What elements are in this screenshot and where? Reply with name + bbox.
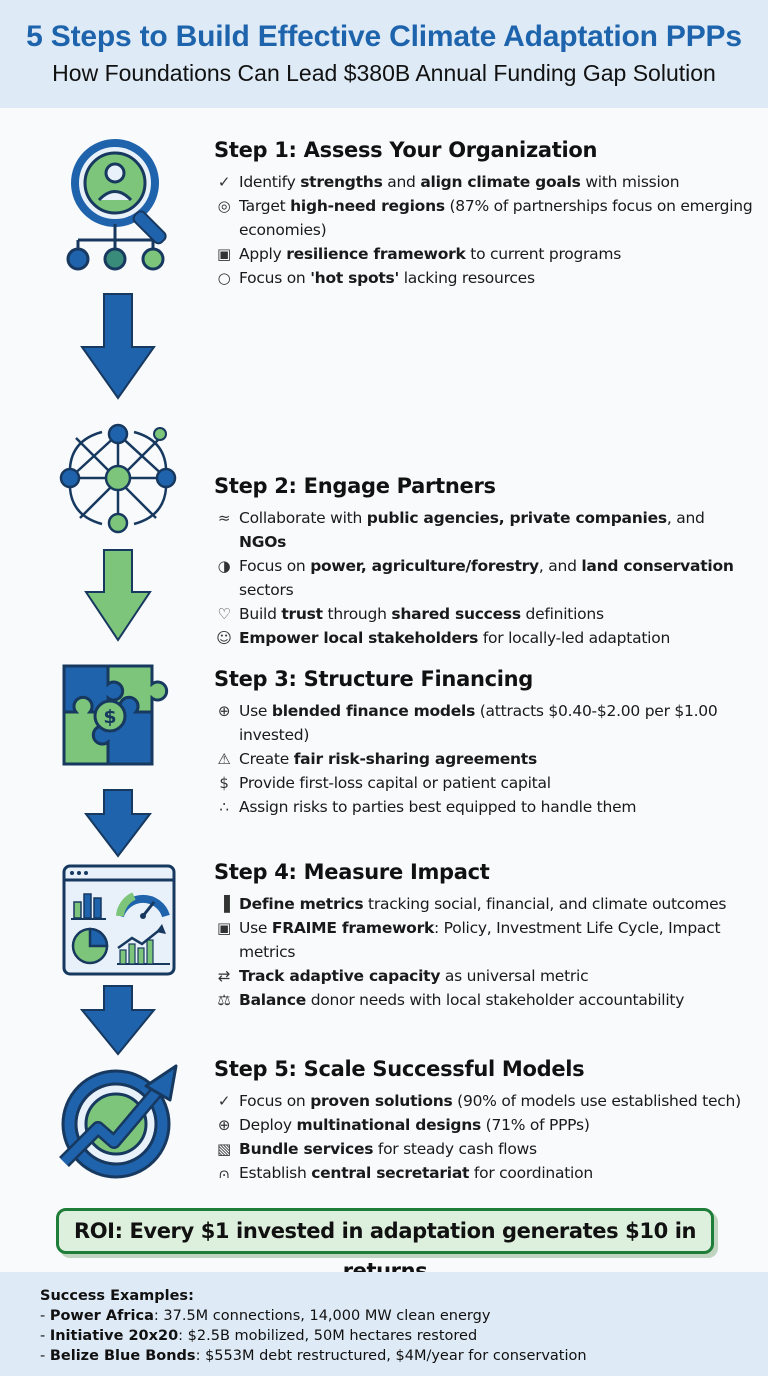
dashboard-icon bbox=[62, 864, 176, 976]
bullet-item: ◎Target high-need regions (87% of partne… bbox=[214, 194, 754, 242]
page-subtitle: How Foundations Can Lead $380B Annual Fu… bbox=[52, 60, 716, 86]
down-arrow-icon bbox=[80, 293, 156, 400]
hand-trust-icon: ♡ bbox=[217, 605, 231, 623]
bullet-item: ∴Assign risks to parties best equipped t… bbox=[214, 795, 754, 819]
framework-icon: ▣ bbox=[217, 919, 231, 937]
growth-target-icon bbox=[59, 1064, 178, 1179]
bullet-item: ⚠Create fair risk-sharing agreements bbox=[214, 747, 754, 771]
bullet-item: ▐Define metrics tracking social, financi… bbox=[214, 892, 754, 916]
distribute-icon: ∴ bbox=[219, 798, 229, 816]
bullet-item: ○Focus on 'hot spots' lacking resources bbox=[214, 266, 754, 290]
step-bullets: ▐Define metrics tracking social, financi… bbox=[214, 892, 754, 1012]
bullet-item: ⩀Establish central secretariat for coord… bbox=[214, 1161, 754, 1185]
step-title: Step 4: Measure Impact bbox=[214, 860, 490, 884]
step-1: Step 1: Assess Your Organization ✓Identi… bbox=[214, 138, 754, 290]
handshake-icon: ≈ bbox=[217, 509, 231, 527]
down-arrow-icon bbox=[84, 789, 152, 858]
network-icon bbox=[59, 423, 177, 534]
check-circle-icon: ✓ bbox=[217, 173, 231, 191]
success-examples-title: Success Examples: bbox=[40, 1288, 194, 1304]
bullet-item: ✓Identify strengths and align climate go… bbox=[214, 170, 754, 194]
step-5: Step 5: Scale Successful Models ✓Focus o… bbox=[214, 1057, 754, 1185]
dollar-circle-icon: $ bbox=[219, 774, 229, 792]
bullet-item: ▧Bundle services for steady cash flows bbox=[214, 1137, 754, 1161]
people-icon: ☺ bbox=[216, 629, 232, 647]
target-icon: ◎ bbox=[217, 197, 231, 215]
bullet-item: ⊕Use blended finance models (attracts $0… bbox=[214, 699, 754, 747]
header-banner: 5 Steps to Build Effective Climate Adapt… bbox=[0, 0, 768, 108]
puzzle-dollar-icon: $ bbox=[62, 664, 169, 766]
bullet-item: ☺Empower local stakeholders for locally-… bbox=[214, 626, 754, 650]
success-example-item: - Initiative 20x20: $2.5B mobilized, 50M… bbox=[40, 1328, 478, 1344]
down-arrow-icon bbox=[80, 985, 156, 1056]
page-title: 5 Steps to Build Effective Climate Adapt… bbox=[26, 20, 742, 53]
globe-icon: ⊕ bbox=[217, 1116, 231, 1134]
warning-icon: ⚠ bbox=[217, 750, 231, 768]
map-pin-icon: ○ bbox=[217, 269, 231, 287]
step-3: Step 3: Structure Financing ⊕Use blended… bbox=[214, 667, 754, 819]
bullet-item: ◑Focus on power, agriculture/forestry, a… bbox=[214, 554, 754, 602]
step-2: Step 2: Engage Partners ≈Collaborate wit… bbox=[214, 474, 754, 650]
step-bullets: ✓Identify strengths and align climate go… bbox=[214, 170, 754, 290]
shuffle-icon: ⇄ bbox=[217, 967, 231, 985]
success-example-item: - Belize Blue Bonds: $553M debt restruct… bbox=[40, 1348, 587, 1364]
step-bullets: ✓Focus on proven solutions (90% of model… bbox=[214, 1089, 754, 1185]
step-title: Step 2: Engage Partners bbox=[214, 474, 496, 498]
bullet-item: ⊕Deploy multinational designs (71% of PP… bbox=[214, 1113, 754, 1137]
org-chart-icon: ⩀ bbox=[218, 1164, 230, 1182]
bullet-item: ▣Apply resilience framework to current p… bbox=[214, 242, 754, 266]
step-title: Step 5: Scale Successful Models bbox=[214, 1057, 585, 1081]
step-4: Step 4: Measure Impact ▐Define metrics t… bbox=[214, 860, 754, 1012]
box-icon: ▧ bbox=[217, 1140, 231, 1158]
scale-icon: ⚖ bbox=[217, 991, 231, 1009]
svg-text:$: $ bbox=[103, 706, 116, 728]
bullet-item: ⇄Track adaptive capacity as universal me… bbox=[214, 964, 754, 988]
bullet-item: ✓Focus on proven solutions (90% of model… bbox=[214, 1089, 754, 1113]
success-example-item: - Power Africa: 37.5M connections, 14,00… bbox=[40, 1308, 491, 1324]
step-bullets: ≈Collaborate with public agencies, priva… bbox=[214, 506, 754, 650]
bar-chart-icon: ▐ bbox=[218, 895, 230, 913]
bullet-item: ≈Collaborate with public agencies, priva… bbox=[214, 506, 754, 554]
bullet-item: ▣Use FRAIME framework: Policy, Investmen… bbox=[214, 916, 754, 964]
success-examples: Success Examples: - Power Africa: 37.5M … bbox=[0, 1272, 768, 1376]
step-bullets: ⊕Use blended finance models (attracts $0… bbox=[214, 699, 754, 819]
bullet-item: ♡Build trust through shared success defi… bbox=[214, 602, 754, 626]
roi-callout: ROI: Every $1 invested in adaptation gen… bbox=[56, 1208, 714, 1283]
bullet-item: ⚖Balance donor needs with local stakehol… bbox=[214, 988, 754, 1012]
bullet-item: $Provide first-loss capital or patient c… bbox=[214, 771, 754, 795]
down-arrow-icon bbox=[84, 549, 152, 642]
framework-icon: ▣ bbox=[217, 245, 231, 263]
globe-leaf-icon: ◑ bbox=[217, 557, 231, 575]
step-title: Step 3: Structure Financing bbox=[214, 667, 534, 691]
step-title: Step 1: Assess Your Organization bbox=[214, 138, 598, 162]
check-circle-icon: ✓ bbox=[217, 1092, 231, 1110]
hand-coin-icon: ⊕ bbox=[217, 702, 231, 720]
magnifier-org-chart-icon bbox=[66, 139, 167, 271]
